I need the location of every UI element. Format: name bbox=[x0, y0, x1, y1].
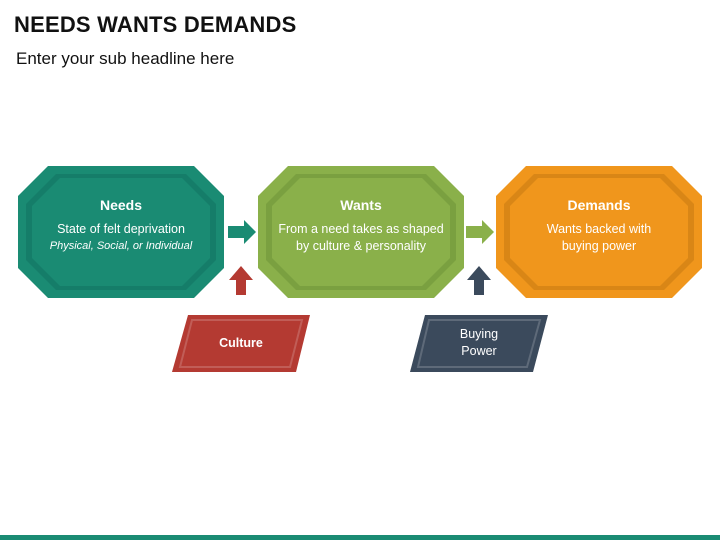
buying-power-up-arrow bbox=[467, 266, 491, 295]
buying-power-label: Buying Power bbox=[424, 326, 534, 360]
demands-box bbox=[496, 166, 702, 298]
needs-box bbox=[18, 166, 224, 298]
page-title: NEEDS WANTS DEMANDS bbox=[14, 12, 297, 37]
needs-description: State of felt deprivation bbox=[57, 222, 185, 236]
needs-title: Needs bbox=[99, 197, 143, 213]
needs-examples: Physical, Social, or Individual bbox=[49, 240, 193, 252]
flow-arrow-wants-to-demands bbox=[466, 220, 494, 244]
wants-box bbox=[258, 166, 464, 298]
culture-label: Culture bbox=[186, 335, 296, 352]
culture-label-line1: Culture bbox=[219, 336, 263, 350]
buying-power-label-line1: Buying bbox=[459, 327, 499, 341]
wants-octagon-face bbox=[272, 178, 450, 286]
demands-title: Demands bbox=[567, 197, 631, 213]
culture-parallelogram-inner bbox=[178, 319, 304, 368]
demands-description-line1: Wants backed with bbox=[546, 222, 652, 236]
bottom-accent-bar bbox=[0, 535, 720, 540]
needs-octagon-face bbox=[32, 178, 210, 286]
wants-text: Wants From a need takes as shaped by cul… bbox=[270, 197, 452, 255]
page-subtitle: Enter your sub headline here bbox=[16, 49, 235, 68]
demands-description-line2: buying power bbox=[561, 239, 637, 253]
buying-power-label-line2: Power bbox=[461, 344, 497, 358]
needs-text: Needs State of felt deprivation Physical… bbox=[34, 197, 208, 255]
wants-description-line1: From a need takes as shaped bbox=[278, 222, 444, 236]
wants-description-line2: by culture & personality bbox=[296, 239, 426, 253]
wants-title: Wants bbox=[340, 197, 382, 213]
flow-arrow-needs-to-wants bbox=[228, 220, 256, 244]
demands-text: Demands Wants backed with buying power bbox=[512, 197, 686, 255]
culture-parallelogram bbox=[172, 315, 310, 372]
buying-power-parallelogram bbox=[410, 315, 548, 372]
buying-power-parallelogram-inner bbox=[416, 319, 542, 368]
culture-up-arrow bbox=[229, 266, 253, 295]
demands-octagon-face bbox=[510, 178, 688, 286]
